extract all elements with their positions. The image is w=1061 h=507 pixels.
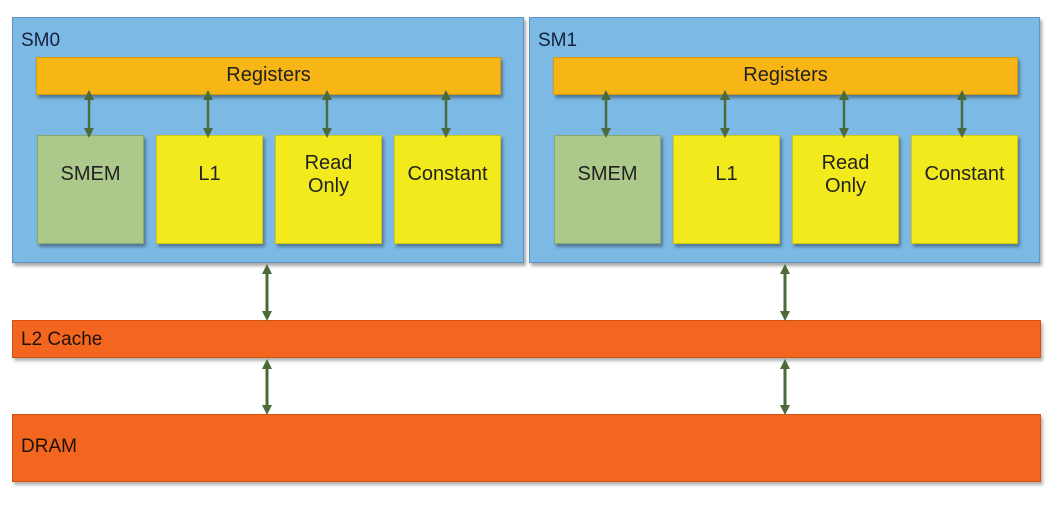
sm0-smem: SMEM [37, 135, 144, 244]
sm0-smem-label: SMEM [60, 163, 121, 185]
sm0-read-only-label: Read Only [304, 151, 353, 197]
sm0-read-only: Read Only [275, 135, 382, 244]
sm1-block: SM1 Registers SMEM L1 Read Only Constant [529, 17, 1040, 263]
sm0-block: SM0 Registers SMEM L1 Read Only Constant [12, 17, 524, 263]
l2-cache-label: L2 Cache [21, 329, 103, 350]
sm1-read-only-label: Read Only [821, 151, 870, 197]
sm1-registers: Registers [553, 57, 1018, 95]
sm0-constant-label: Constant [407, 163, 488, 185]
sm1-l1-label: L1 [715, 163, 738, 185]
l2-cache-bar: L2 Cache [12, 320, 1041, 358]
dram-label: DRAM [21, 436, 77, 457]
sm1-label: SM1 [538, 30, 578, 51]
sm0-constant: Constant [394, 135, 501, 244]
sm1-constant-label: Constant [924, 163, 1005, 185]
sm0-registers: Registers [36, 57, 501, 95]
dram-bar: DRAM [12, 414, 1041, 482]
sm1-smem-label: SMEM [577, 163, 638, 185]
sm0-l1: L1 [156, 135, 263, 244]
sm1-smem: SMEM [554, 135, 661, 244]
sm1-read-only: Read Only [792, 135, 899, 244]
sm0-l1-label: L1 [198, 163, 221, 185]
sm1-constant: Constant [911, 135, 1018, 244]
sm0-label: SM0 [21, 30, 61, 51]
sm1-l1: L1 [673, 135, 780, 244]
